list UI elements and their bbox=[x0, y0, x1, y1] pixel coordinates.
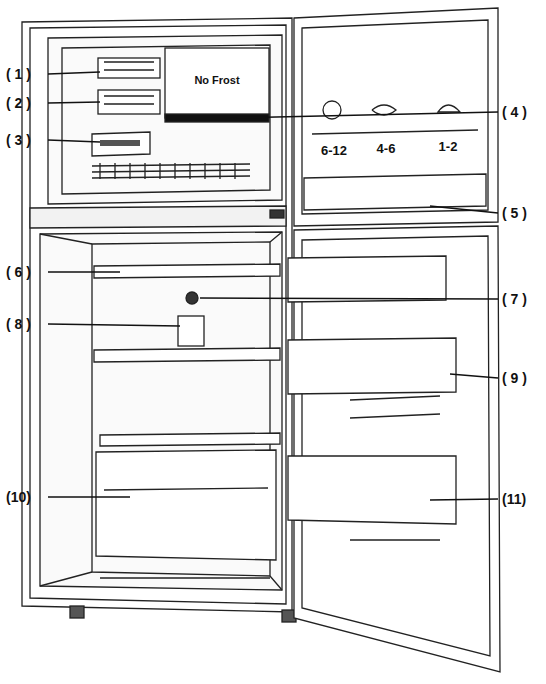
callout-number: ( 9 ) bbox=[502, 371, 527, 385]
callout-number: ( 4 ) bbox=[502, 105, 527, 119]
time-value: 1-2 bbox=[439, 140, 458, 153]
callout-number: ( 7 ) bbox=[502, 292, 527, 306]
callout-number: ( 8 ) bbox=[6, 317, 31, 331]
callout-number: ( 3 ) bbox=[6, 133, 31, 147]
callout-number: ( 6 ) bbox=[6, 265, 31, 279]
time-value: 4-6 bbox=[377, 142, 396, 155]
callout-number: (11) bbox=[502, 492, 526, 506]
callout-number: (10) bbox=[6, 490, 31, 504]
callout-number: ( 1 ) bbox=[6, 67, 31, 81]
callout-number: ( 2 ) bbox=[6, 96, 31, 110]
time-value: 6-12 bbox=[321, 144, 347, 157]
callout-number: ( 5 ) bbox=[502, 206, 527, 220]
panel-label: No Frost bbox=[194, 75, 239, 86]
